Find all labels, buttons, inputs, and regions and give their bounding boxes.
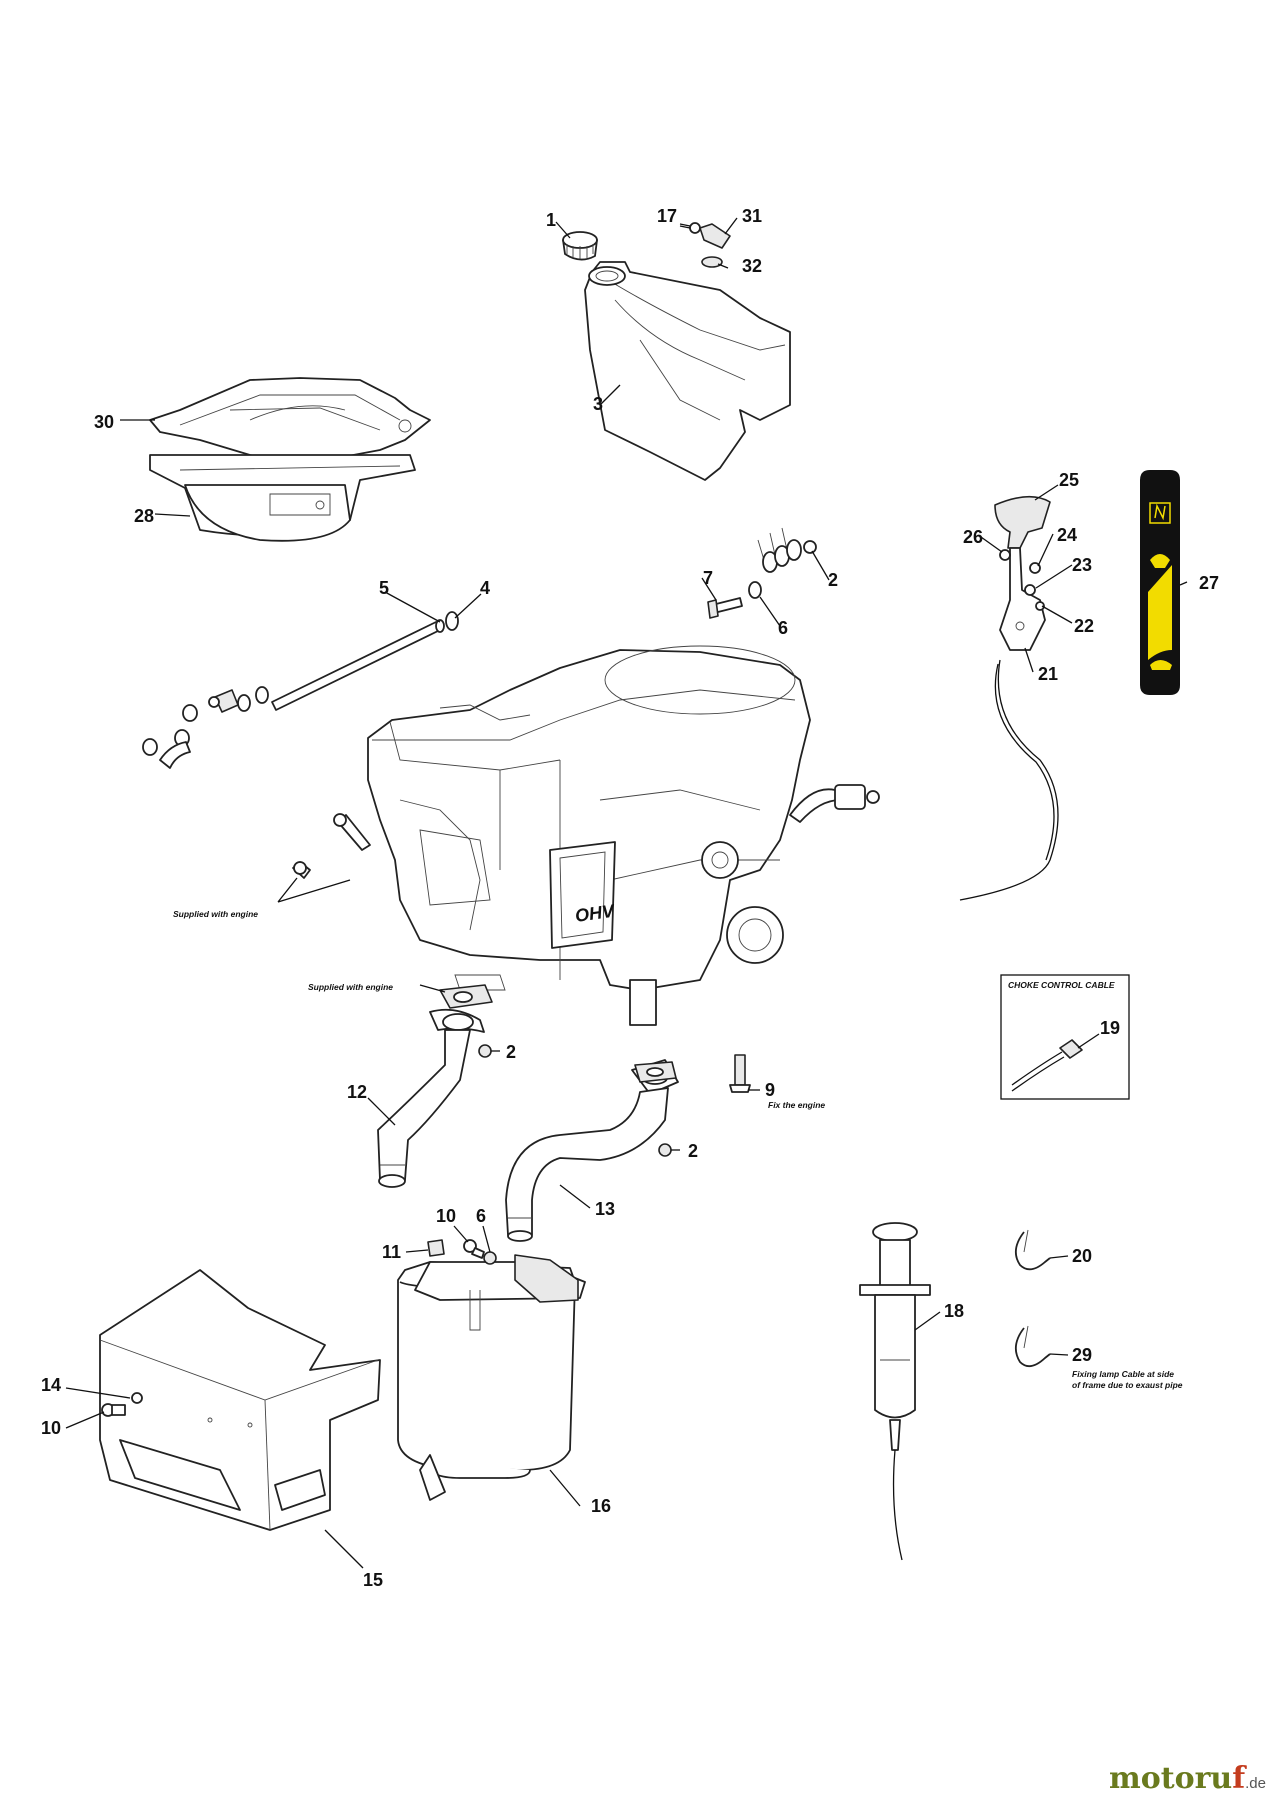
nut-2-b xyxy=(658,1143,672,1157)
supplied-with-engine-note-1: Supplied with engine xyxy=(173,909,258,919)
label-3: 3 xyxy=(593,394,603,414)
label-9: 9 xyxy=(765,1080,775,1100)
label-20: 20 xyxy=(1072,1246,1092,1266)
heat-shield xyxy=(99,1269,381,1531)
watermark-accent: f xyxy=(1232,1761,1246,1796)
syringe xyxy=(859,1222,931,1561)
label-19: 19 xyxy=(1100,1018,1120,1038)
label-15: 15 xyxy=(363,1570,383,1590)
fuel-tank xyxy=(584,261,791,481)
throttle-decal xyxy=(1140,470,1180,695)
label-16: 16 xyxy=(591,1496,611,1516)
label-5: 5 xyxy=(379,578,389,598)
supplied-pointer-1 xyxy=(277,877,351,903)
label-2-top: 2 xyxy=(828,570,838,590)
muffler-bolt-10 xyxy=(463,1239,485,1259)
nut-2-a xyxy=(478,1044,492,1058)
choke-knob xyxy=(994,495,1051,549)
watermark-main: motoru xyxy=(1108,1761,1233,1796)
label-23: 23 xyxy=(1072,555,1092,575)
exhaust-pipe-13 xyxy=(505,1059,679,1242)
tank-bracket xyxy=(679,222,731,268)
supplied-pointer-2 xyxy=(419,984,446,993)
leader-lines xyxy=(65,217,1188,1569)
cable-tie-29 xyxy=(1014,1325,1051,1368)
fixing-lamp-note-line2: of frame due to exaust pipe xyxy=(1072,1380,1183,1390)
label-1: 1 xyxy=(546,210,556,230)
choke-cable-inset xyxy=(1000,974,1130,1100)
label-2-mid: 2 xyxy=(506,1042,516,1062)
label-11: 11 xyxy=(382,1242,401,1262)
label-22: 22 xyxy=(1074,616,1094,636)
label-7: 7 xyxy=(703,568,713,588)
label-4: 4 xyxy=(480,578,490,598)
fuel-hose xyxy=(142,611,459,769)
choke-inset-title: CHOKE CONTROL CABLE xyxy=(1008,980,1115,990)
label-28: 28 xyxy=(134,506,154,526)
fix-engine-note: Fix the engine xyxy=(768,1100,825,1110)
label-2-right: 2 xyxy=(688,1141,698,1161)
washer-6 xyxy=(483,1251,497,1265)
air-filter-body xyxy=(149,454,416,542)
label-10-muffler: 10 xyxy=(436,1206,456,1226)
label-30: 30 xyxy=(94,412,114,432)
air-filter-cover xyxy=(149,377,431,466)
label-29: 29 xyxy=(1072,1345,1092,1365)
label-27: 27 xyxy=(1199,573,1219,593)
choke-bracket xyxy=(999,547,1046,651)
label-13: 13 xyxy=(595,1199,615,1219)
label-26: 26 xyxy=(963,527,983,547)
exhaust-pipe-12 xyxy=(377,1008,485,1188)
fuel-cap xyxy=(562,231,598,261)
clip-11 xyxy=(427,1239,445,1257)
engine xyxy=(367,645,880,1026)
watermark-tld: .de xyxy=(1245,1775,1266,1792)
lever-fasteners xyxy=(707,527,817,619)
label-17: 17 xyxy=(657,206,677,226)
choke-cable xyxy=(959,659,1059,901)
shield-screw-10 xyxy=(101,1403,126,1417)
label-24: 24 xyxy=(1057,525,1077,545)
label-14: 14 xyxy=(41,1375,61,1395)
label-31: 31 xyxy=(742,206,762,226)
label-25: 25 xyxy=(1059,470,1079,490)
label-12: 12 xyxy=(347,1082,367,1102)
label-32: 32 xyxy=(742,256,762,276)
shield-washer-14 xyxy=(131,1392,143,1404)
supplied-with-engine-note-2: Supplied with engine xyxy=(308,982,393,992)
cable-tie-20 xyxy=(1014,1229,1051,1271)
engine-fitting xyxy=(292,813,371,879)
motoruf-watermark: motoruf.de xyxy=(1109,1761,1266,1796)
exhaust-gasket xyxy=(439,984,677,1083)
engine-bolt-9 xyxy=(729,1054,751,1093)
label-6-top: 6 xyxy=(778,618,788,638)
label-21: 21 xyxy=(1038,664,1058,684)
label-6-bottom: 6 xyxy=(476,1206,486,1226)
label-10-shield: 10 xyxy=(41,1418,61,1438)
fixing-lamp-note-line1: Fixing lamp Cable at side xyxy=(1072,1369,1174,1379)
muffler xyxy=(397,1254,586,1501)
label-18: 18 xyxy=(944,1301,964,1321)
